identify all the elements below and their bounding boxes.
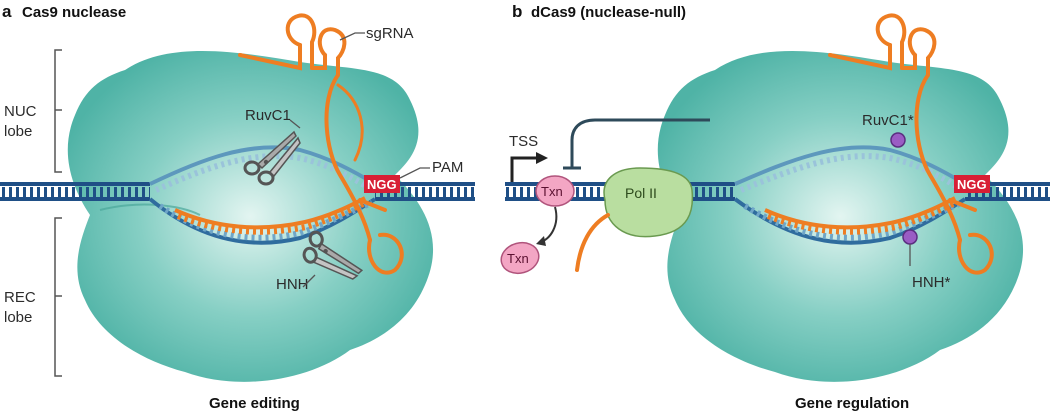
txn-bound-label: Txn bbox=[541, 184, 563, 199]
panel-b-letter: b bbox=[512, 2, 522, 21]
tss-arrow-icon bbox=[510, 152, 548, 182]
pam-box bbox=[364, 175, 400, 193]
mutation-dot-icon bbox=[902, 229, 918, 245]
cas9-protein bbox=[67, 50, 434, 382]
txn-free-label: Txn bbox=[507, 251, 529, 266]
txn-free bbox=[500, 241, 540, 275]
dcas9-protein bbox=[657, 50, 1024, 382]
ruvc1-mut-label: RuvC1* bbox=[862, 112, 914, 129]
rec-lobe-label-2: lobe bbox=[4, 309, 32, 326]
hnh-mut-label: HNH* bbox=[912, 274, 950, 291]
sgrna-scaffold-a bbox=[238, 13, 404, 275]
panel-a-title: Cas9 nuclease bbox=[22, 4, 126, 21]
sgrna-scaffold-b bbox=[828, 13, 994, 275]
rec-lobe-label-1: REC bbox=[4, 289, 36, 306]
pam-label: PAM bbox=[432, 159, 463, 176]
panel-a: a Cas9 nuclease bbox=[0, 2, 475, 412]
panel-b-title: dCas9 (nuclease-null) bbox=[531, 4, 686, 21]
pol-ii-label: Pol II bbox=[625, 185, 657, 201]
panel-a-caption: Gene editing bbox=[209, 395, 300, 412]
pam-box-b bbox=[954, 175, 990, 193]
tss-label: TSS bbox=[509, 133, 538, 150]
ruvc1-label: RuvC1 bbox=[245, 107, 291, 124]
panel-a-letter: a bbox=[2, 2, 12, 21]
ngg-label-b: NGG bbox=[957, 177, 987, 192]
panel-b-caption: Gene regulation bbox=[795, 395, 909, 412]
nuc-lobe-label-2: lobe bbox=[4, 123, 32, 140]
mutation-dot-icon bbox=[890, 132, 906, 148]
hnh-label: HNH bbox=[276, 276, 309, 293]
sgrna-label: sgRNA bbox=[366, 25, 414, 42]
txn-bound bbox=[535, 175, 575, 207]
ngg-label: NGG bbox=[367, 177, 397, 192]
panel-b: b dCas9 (nuclease-null) bbox=[500, 2, 1050, 412]
nuc-lobe-label-1: NUC bbox=[4, 103, 37, 120]
pol-ii bbox=[603, 167, 694, 238]
